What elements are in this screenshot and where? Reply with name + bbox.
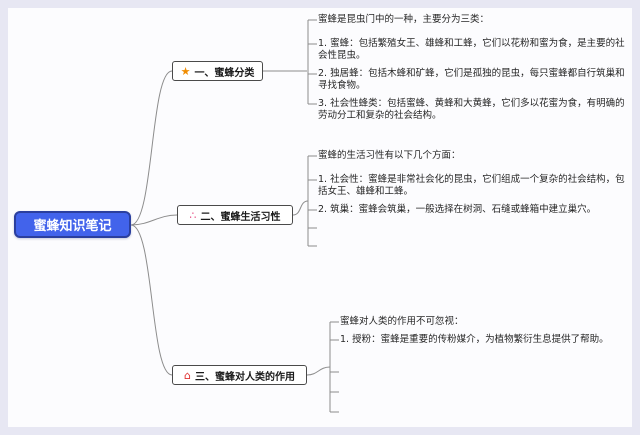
branch-node-habits[interactable]: ∴ 二、蜜蜂生活习性 — [177, 205, 293, 225]
dots-icon: ∴ — [189, 208, 197, 222]
branch-node-classification[interactable]: ★ 一、蜜蜂分类 — [172, 61, 263, 81]
root-node[interactable]: 蜜蜂知识笔记 — [14, 211, 131, 238]
note-intro: 蜜蜂对人类的作用不可忽视： — [340, 316, 464, 327]
note-item: 2. 筑巢：蜜蜂会筑巢，一般选择在树洞、石缝或蜂箱中建立巢穴。 — [318, 204, 597, 215]
branch-node-human-value[interactable]: ⌂ 三、蜜蜂对人类的作用 — [172, 365, 307, 385]
branch-label: 三、蜜蜂对人类的作用 — [194, 371, 295, 383]
home-icon: ⌂ — [184, 368, 191, 382]
note-item: 1. 授粉：蜜蜂是重要的传粉媒介，为植物繁衍生息提供了帮助。 — [340, 334, 609, 345]
note-item: 2. 独居蜂：包括木蜂和矿蜂，它们是孤独的昆虫，每只蜜蜂都自行筑巢和寻找食物。 — [318, 68, 625, 91]
note-item: 1. 社会性：蜜蜂是非常社会化的昆虫，它们组成一个复杂的社会结构，包括女王、雄蜂… — [318, 174, 625, 197]
note-item: 3. 社会性蜂类：包括蜜蜂、黄蜂和大黄蜂，它们多以花蜜为食，有明确的劳动分工和复… — [318, 98, 625, 121]
branch-label: 一、蜜蜂分类 — [194, 67, 255, 79]
root-label: 蜜蜂知识笔记 — [33, 219, 112, 234]
note-intro: 蜜蜂是昆虫门中的一种，主要分为三类： — [318, 14, 490, 25]
note-intro: 蜜蜂的生活习性有以下几个方面： — [318, 150, 461, 161]
note-item: 1. 蜜蜂：包括繁殖女王、雄蜂和工蜂，它们以花粉和蜜为食，是主要的社会性昆虫。 — [318, 38, 625, 61]
branch-label: 二、蜜蜂生活习性 — [200, 211, 281, 223]
star-icon: ★ — [180, 64, 191, 78]
